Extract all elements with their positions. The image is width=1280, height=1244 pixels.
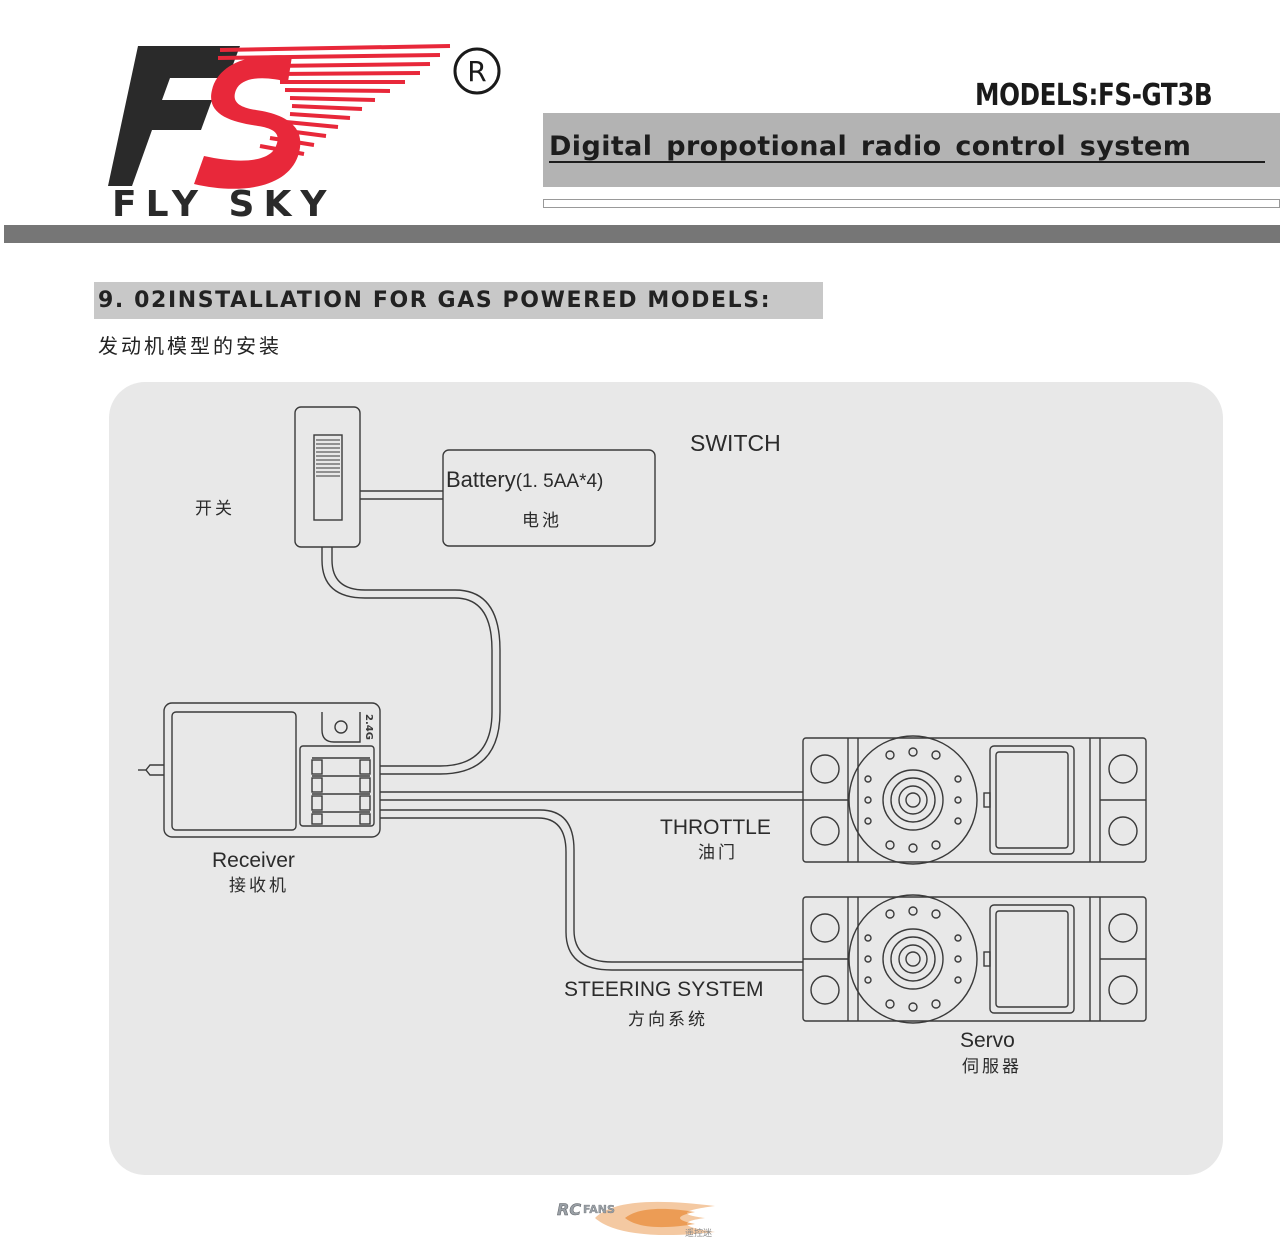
fly-sky-logo: R FLY SKY — [108, 44, 501, 223]
servo-label-chinese: 伺服器 — [962, 1057, 1022, 1077]
switch-label-chinese: 开关 — [195, 499, 235, 519]
svg-text:FANS: FANS — [583, 1203, 615, 1216]
receiver-body — [163, 702, 381, 838]
logo-wordmark: FLY SKY — [112, 184, 335, 223]
battery-label: Battery(1. 5AA*4) — [446, 467, 603, 493]
model-name: FS-GT3B — [1097, 78, 1213, 113]
subtitle-underline — [549, 161, 1265, 163]
switch-slider — [313, 434, 343, 521]
svg-text:R: R — [467, 55, 486, 88]
steering-label-chinese: 方向系统 — [628, 1010, 708, 1030]
throttle-servo — [802, 735, 1147, 865]
switch-box — [294, 406, 361, 548]
svg-text:RC: RC — [557, 1200, 581, 1219]
models-separator: : — [1088, 78, 1099, 113]
battery-label-text: Battery — [446, 467, 516, 492]
section-title-text: 9. 02INSTALLATION FOR GAS POWERED MODELS — [98, 288, 761, 313]
steering-label: STEERING SYSTEM — [564, 978, 764, 1001]
rcfans-watermark: RC FANS 遥控迷 — [557, 1200, 715, 1239]
receiver-label: Receiver — [212, 849, 295, 872]
throttle-label-chinese: 油门 — [698, 843, 738, 863]
section-title-bar — [94, 282, 823, 319]
servo-label: Servo — [960, 1029, 1015, 1052]
models-heading: MODELS:FS-GT3B — [975, 78, 1213, 113]
receiver-2-4g-mark: 2.4G — [363, 714, 374, 740]
subtitle-bar — [543, 113, 1280, 187]
header-thick-rule — [4, 225, 1280, 243]
steering-servo — [802, 894, 1147, 1024]
battery-spec: (1. 5AA*4) — [515, 471, 604, 492]
switch-label: SWITCH — [690, 430, 781, 456]
svg-text:遥控迷: 遥控迷 — [685, 1227, 712, 1239]
battery-label-chinese: 电池 — [522, 511, 562, 531]
section-title-suffix: : — [760, 288, 772, 313]
section-title: 9. 02INSTALLATION FOR GAS POWERED MODELS… — [98, 288, 771, 313]
models-label: MODELS — [975, 78, 1089, 113]
battery-box — [442, 449, 656, 547]
section-title-chinese: 发动机模型的安装 — [98, 334, 282, 358]
throttle-label: THROTTLE — [660, 816, 771, 839]
page-subtitle: Digital propotional radio control system — [549, 131, 1192, 162]
receiver-label-chinese: 接收机 — [229, 876, 289, 896]
